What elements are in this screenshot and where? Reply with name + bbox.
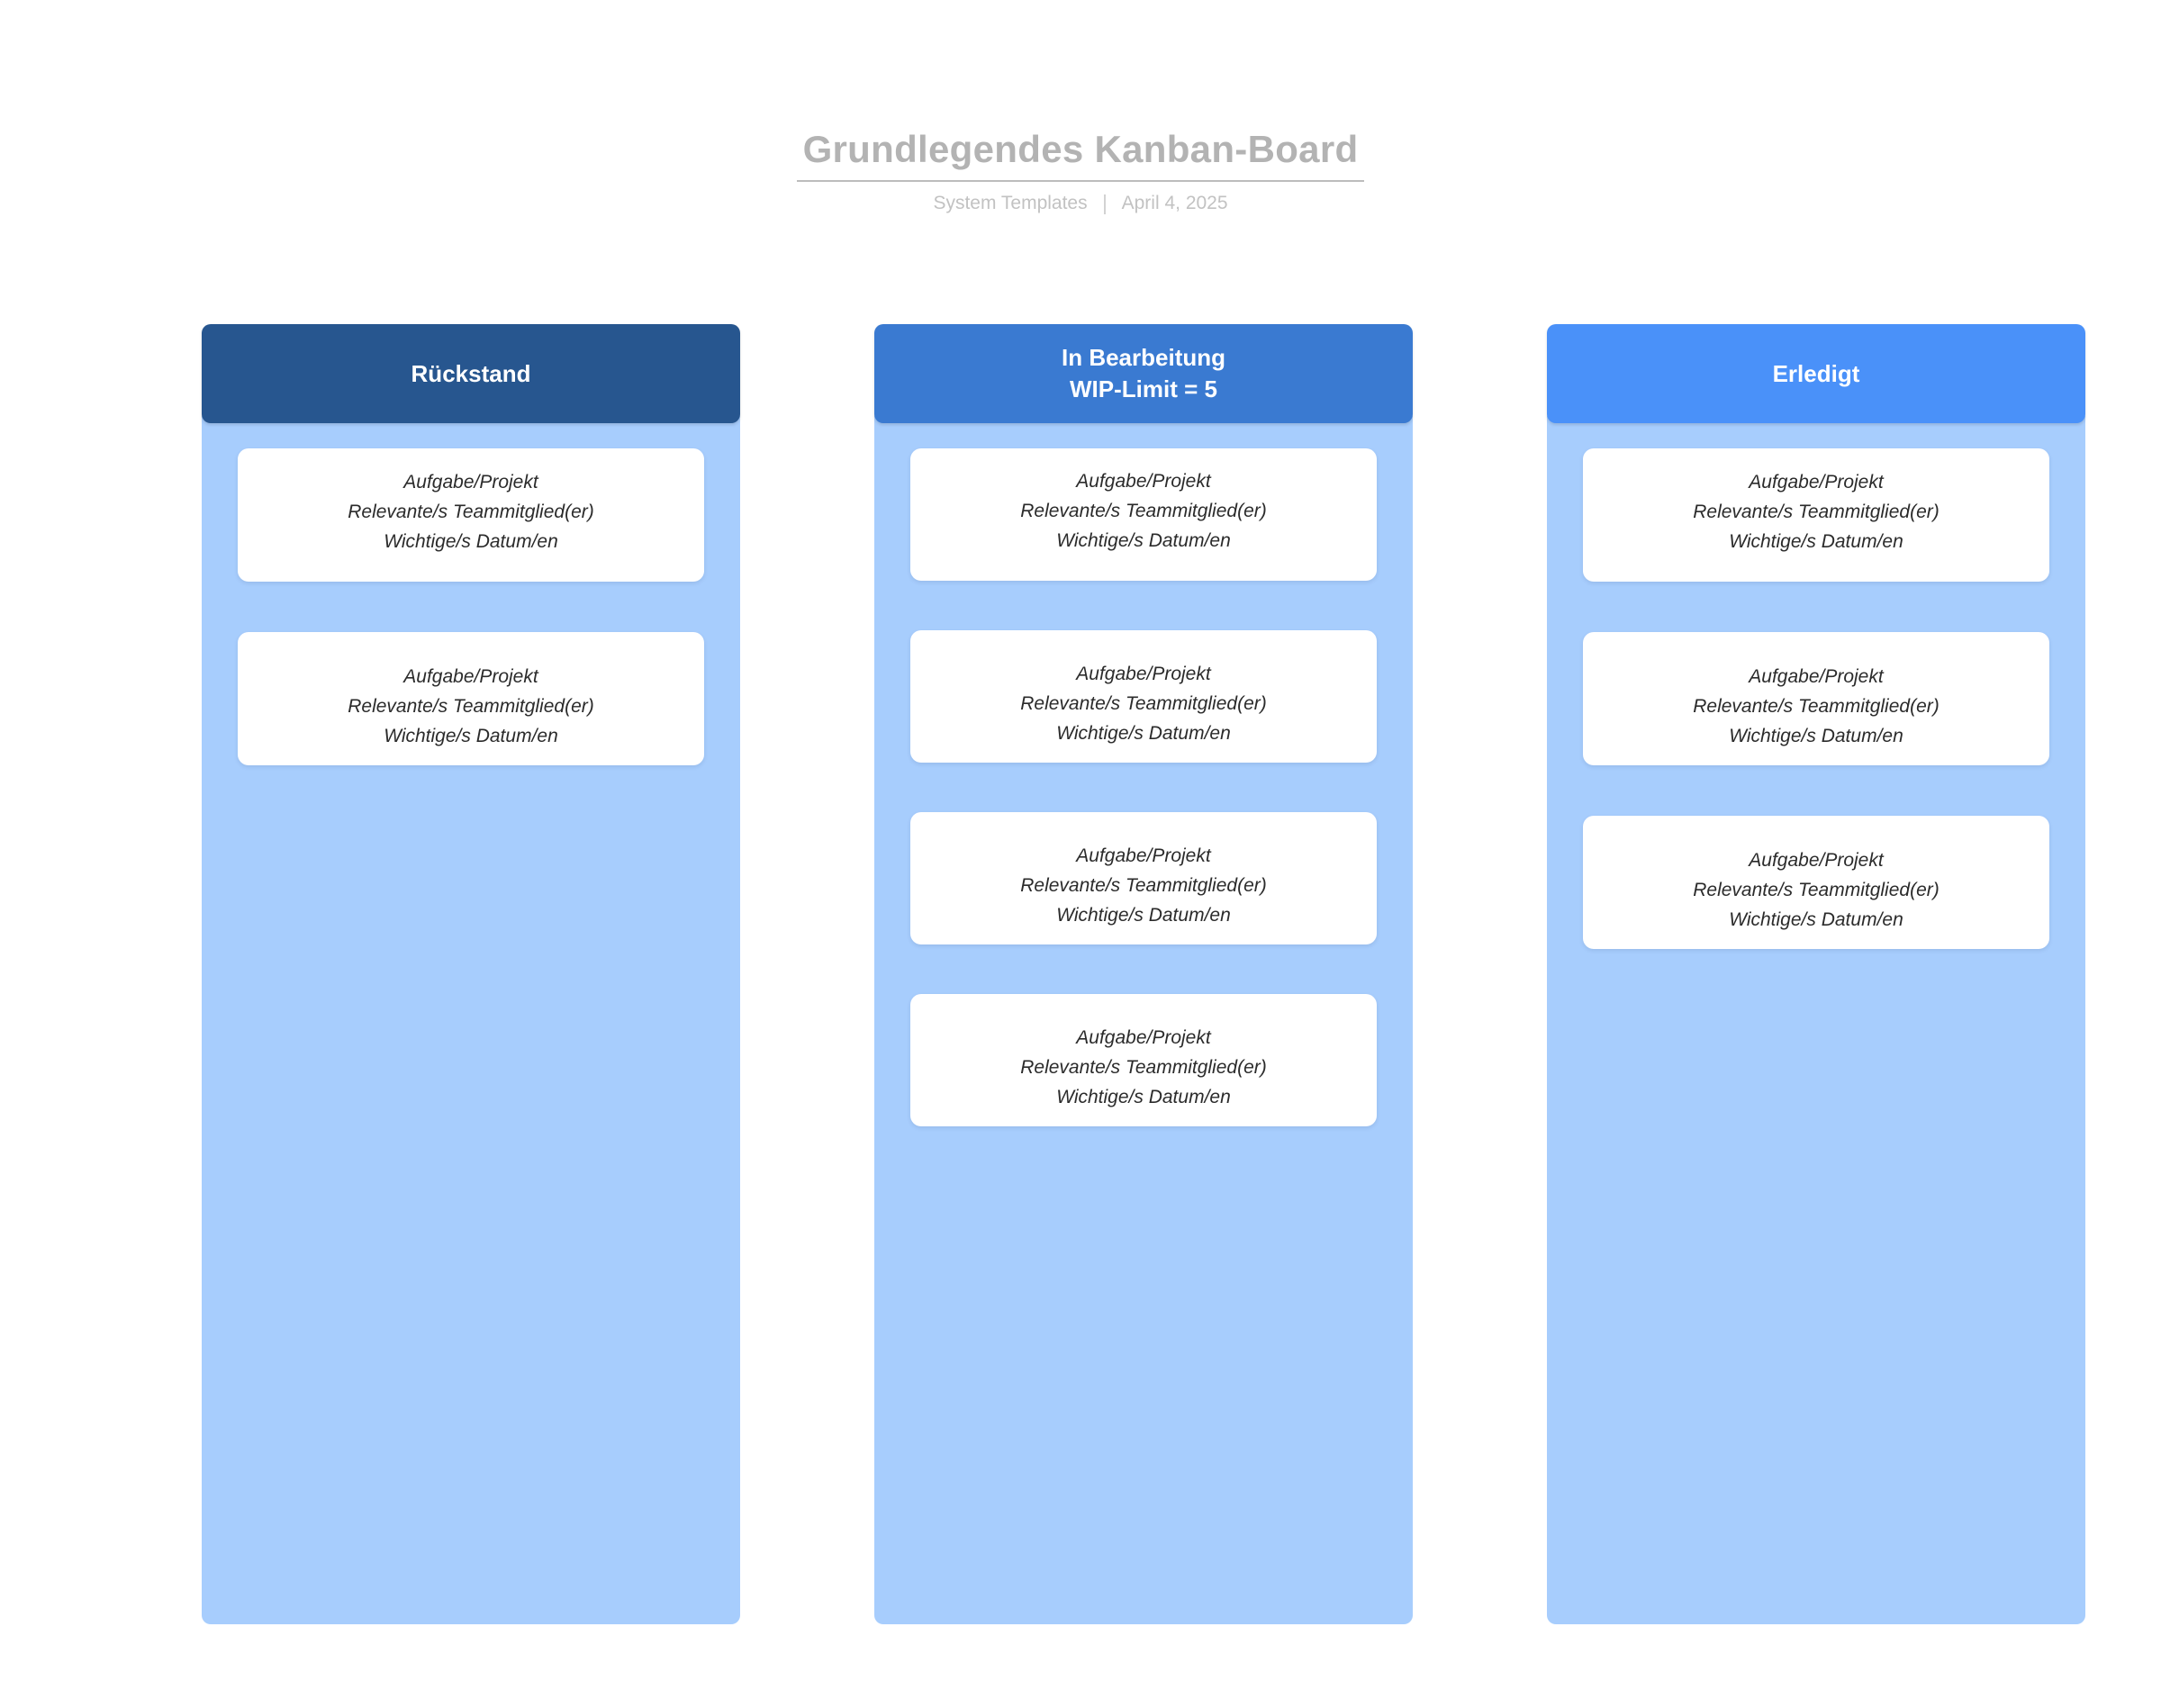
card-line-1: Aufgabe/Projekt [1076,845,1211,866]
column-title: Erledigt [1772,359,1860,387]
page-subtitle: System Templates April 4, 2025 [0,192,2161,215]
subtitle-separator [1103,194,1106,214]
column-header-done[interactable]: Erledigt [1547,324,2085,423]
title-divider [797,180,1364,182]
card-line-2: Relevante/s Teammitglied(er) [1020,501,1267,521]
column-header-backlog[interactable]: Rückstand [202,324,740,423]
card-line-1: Aufgabe/Projekt [1076,664,1211,684]
card-line-1: Aufgabe/Projekt [403,471,538,493]
card-line-3: Wichtige/s Datum/en [1729,908,1903,930]
card-line-3: Wichtige/s Datum/en [1056,530,1231,551]
card-line-1: Aufgabe/Projekt [403,665,538,687]
card-line-3: Wichtige/s Datum/en [1056,723,1231,744]
card-line-3: Wichtige/s Datum/en [1729,725,1903,746]
card-line-3: Wichtige/s Datum/en [384,725,558,746]
card-line-2: Relevante/s Teammitglied(er) [348,501,594,522]
card-line-2: Relevante/s Teammitglied(er) [1020,875,1267,896]
card-line-2: Relevante/s Teammitglied(er) [1693,879,1939,900]
page-header: Grundlegendes Kanban-Board System Templa… [0,126,2161,215]
card-line-2: Relevante/s Teammitglied(er) [1693,695,1939,717]
card-line-1: Aufgabe/Projekt [1076,471,1211,492]
card-line-2: Relevante/s Teammitglied(er) [1020,693,1267,714]
subtitle-source: System Templates [933,193,1088,213]
column-title: Rückstand [411,359,531,387]
card-line-3: Wichtige/s Datum/en [1729,530,1903,552]
card-line-1: Aufgabe/Projekt [1749,849,1884,871]
card-line-3: Wichtige/s Datum/en [1056,1087,1231,1107]
subtitle-date: April 4, 2025 [1121,193,1228,213]
card-line-3: Wichtige/s Datum/en [384,530,558,552]
card-line-2: Relevante/s Teammitglied(er) [348,695,594,717]
card-line-1: Aufgabe/Projekt [1749,471,1884,493]
column-wip-limit: WIP-Limit = 5 [1070,375,1217,402]
card-line-3: Wichtige/s Datum/en [1056,905,1231,926]
card-line-2: Relevante/s Teammitglied(er) [1693,501,1939,522]
column-title: In Bearbeitung [1061,344,1225,371]
card-line-1: Aufgabe/Projekt [1076,1027,1211,1048]
card-line-1: Aufgabe/Projekt [1749,665,1884,687]
page-title: Grundlegendes Kanban-Board [802,128,1359,170]
card-line-2: Relevante/s Teammitglied(er) [1020,1057,1267,1078]
